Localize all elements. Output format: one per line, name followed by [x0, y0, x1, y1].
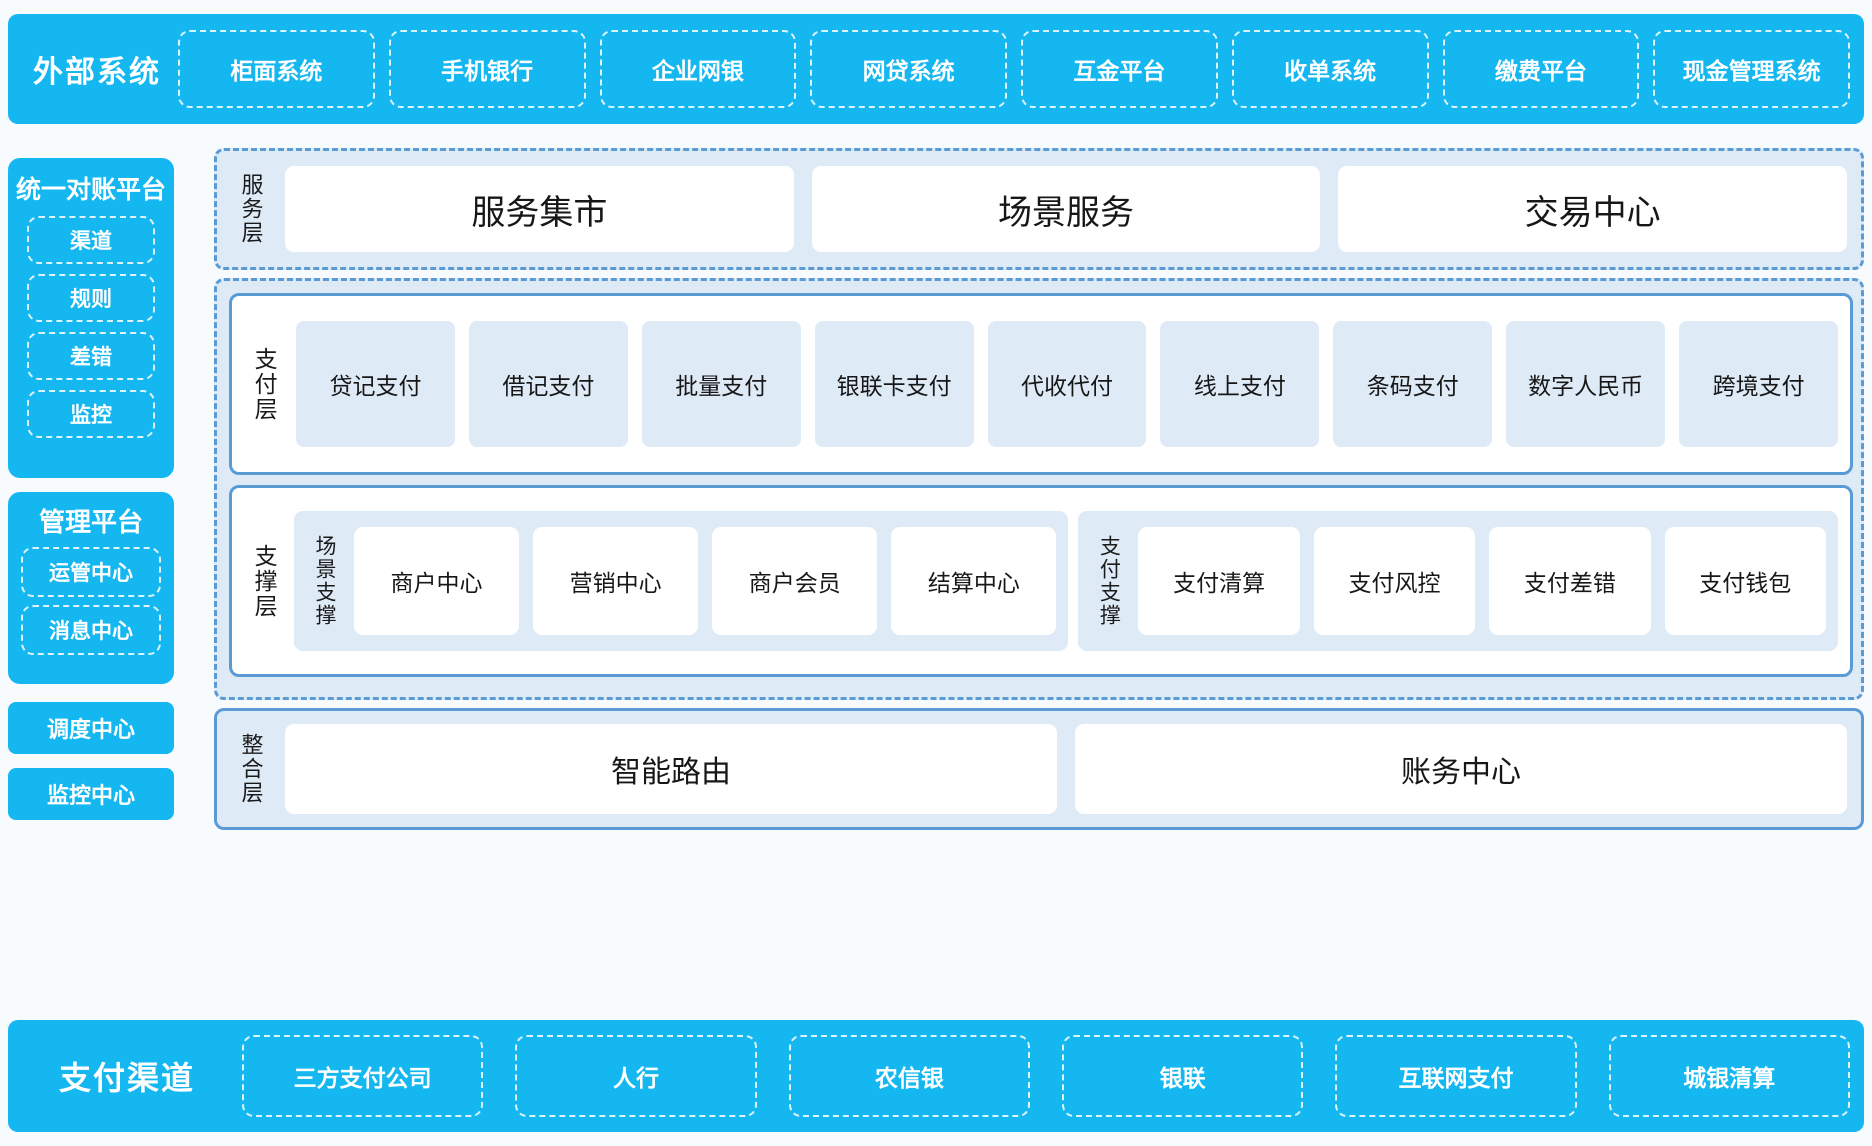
support-card-payment-risk-control[interactable]: 支付风控 — [1313, 527, 1476, 635]
payment-card-cross-border[interactable]: 跨境支付 — [1679, 321, 1839, 447]
scenario-support-card-list: 商户中心 营销中心 商户会员 结算中心 — [354, 527, 1057, 635]
sidebar-item-monitoring[interactable]: 监控 — [27, 390, 155, 438]
service-card-service-market[interactable]: 服务集市 — [285, 166, 794, 252]
support-layer-box: 支撑层 场景支撑 商户中心 营销中心 商户会员 结算中心 支付支撑 支付清算 支… — [229, 485, 1853, 677]
payment-layer-box: 支付层 贷记支付 借记支付 批量支付 银联卡支付 代收代付 线上支付 条码支付 … — [229, 293, 1853, 475]
payment-card-online-payment[interactable]: 线上支付 — [1160, 321, 1320, 447]
sidebar-item-channel[interactable]: 渠道 — [27, 216, 155, 264]
external-systems-bar: 外部系统 柜面系统 手机银行 企业网银 网贷系统 互金平台 收单系统 缴费平台 … — [8, 14, 1864, 124]
payment-card-batch-payment[interactable]: 批量支付 — [641, 321, 801, 447]
support-card-payment-wallet[interactable]: 支付钱包 — [1664, 527, 1826, 635]
external-systems-title: 外部系统 — [33, 56, 161, 89]
payment-card-collection-disbursement[interactable]: 代收代付 — [987, 321, 1147, 447]
support-card-settlement-center[interactable]: 结算中心 — [891, 527, 1057, 635]
payment-layer-label: 支付层 — [251, 346, 278, 422]
payment-channel-chip-city-bank-clearing[interactable]: 城银清算 — [1608, 1035, 1850, 1117]
external-system-chip-mobile-bank[interactable]: 手机银行 — [388, 30, 586, 108]
payment-channel-chip-unionpay[interactable]: 银联 — [1061, 1035, 1304, 1117]
core-platform-region: 支付层 贷记支付 借记支付 批量支付 银联卡支付 代收代付 线上支付 条码支付 … — [214, 278, 1864, 700]
service-card-transaction-center[interactable]: 交易中心 — [1338, 166, 1848, 252]
service-layer-region: 服务层 服务集市 场景服务 交易中心 — [214, 148, 1864, 270]
payment-card-debit-payment[interactable]: 借记支付 — [468, 321, 628, 447]
payment-channel-chip-pboc[interactable]: 人行 — [515, 1035, 757, 1117]
external-system-chip-acquiring[interactable]: 收单系统 — [1231, 30, 1429, 108]
integration-card-accounting-center[interactable]: 账务中心 — [1075, 724, 1847, 814]
support-card-payment-exception[interactable]: 支付差错 — [1489, 527, 1651, 635]
external-system-chip-online-loan[interactable]: 网贷系统 — [810, 30, 1007, 108]
payment-card-unionpay-card[interactable]: 银联卡支付 — [814, 321, 974, 447]
payment-channel-chip-internet-payment[interactable]: 互联网支付 — [1335, 1035, 1577, 1117]
integration-layer-region: 整合层 智能路由 账务中心 — [214, 708, 1864, 830]
integration-card-smart-routing[interactable]: 智能路由 — [285, 724, 1057, 814]
sidebar-item-monitor-center[interactable]: 监控中心 — [8, 768, 174, 820]
sidebar-item-dispatch-center[interactable]: 调度中心 — [8, 702, 174, 754]
external-system-chip-cash-management[interactable]: 现金管理系统 — [1653, 30, 1850, 108]
payment-channels-chip-list: 三方支付公司 人行 农信银 银联 互联网支付 城银清算 — [242, 1035, 1850, 1117]
reconciliation-platform-title: 统一对账平台 — [15, 176, 166, 204]
sidebar-item-message-center[interactable]: 消息中心 — [21, 605, 161, 655]
service-layer-label: 服务层 — [238, 173, 264, 245]
payment-card-barcode-payment[interactable]: 条码支付 — [1333, 321, 1493, 447]
payment-channel-chip-third-party[interactable]: 三方支付公司 — [242, 1035, 484, 1117]
payment-channels-title: 支付渠道 — [58, 1060, 195, 1096]
sidebar-item-rules[interactable]: 规则 — [27, 274, 155, 322]
sidebar-item-exception[interactable]: 差错 — [27, 332, 155, 380]
external-systems-chip-list: 柜面系统 手机银行 企业网银 网贷系统 互金平台 收单系统 缴费平台 现金管理系… — [178, 30, 1850, 108]
external-system-chip-counter[interactable]: 柜面系统 — [178, 30, 375, 108]
payment-card-digital-rmb[interactable]: 数字人民币 — [1506, 321, 1666, 447]
payment-layer-card-list: 贷记支付 借记支付 批量支付 银联卡支付 代收代付 线上支付 条码支付 数字人民… — [296, 321, 1839, 447]
service-layer-card-list: 服务集市 场景服务 交易中心 — [285, 166, 1848, 252]
management-platform-title: 管理平台 — [38, 507, 143, 537]
reconciliation-platform-panel: 统一对账平台 渠道 规则 差错 监控 — [8, 158, 174, 478]
support-card-marketing-center[interactable]: 营销中心 — [533, 527, 699, 635]
external-system-chip-bill-payment[interactable]: 缴费平台 — [1442, 30, 1640, 108]
integration-layer-card-list: 智能路由 账务中心 — [285, 724, 1847, 814]
scenario-support-label: 场景支撑 — [313, 535, 337, 627]
payment-support-card-list: 支付清算 支付风控 支付差错 支付钱包 — [1138, 527, 1826, 635]
support-card-merchant-member[interactable]: 商户会员 — [712, 527, 878, 635]
payment-support-group: 支付支撑 支付清算 支付风控 支付差错 支付钱包 — [1078, 511, 1838, 651]
payment-channels-bar: 支付渠道 三方支付公司 人行 农信银 银联 互联网支付 城银清算 — [8, 1020, 1864, 1132]
sidebar-item-operations-center[interactable]: 运管中心 — [21, 547, 161, 597]
scenario-support-group: 场景支撑 商户中心 营销中心 商户会员 结算中心 — [294, 511, 1069, 651]
external-system-chip-internet-finance[interactable]: 互金平台 — [1021, 30, 1218, 108]
support-card-payment-clearing[interactable]: 支付清算 — [1138, 527, 1300, 635]
support-card-merchant-center[interactable]: 商户中心 — [354, 527, 520, 635]
management-platform-panel: 管理平台 运管中心 消息中心 — [8, 492, 174, 684]
external-system-chip-corporate-ebank[interactable]: 企业网银 — [599, 30, 797, 108]
payment-channel-chip-rcb[interactable]: 农信银 — [788, 1035, 1030, 1117]
support-layer-label: 支撑层 — [251, 543, 278, 619]
payment-card-credit-payment[interactable]: 贷记支付 — [296, 321, 455, 447]
integration-layer-label: 整合层 — [238, 733, 264, 805]
service-card-scenario-service[interactable]: 场景服务 — [811, 166, 1321, 252]
payment-support-label: 支付支撑 — [1097, 535, 1121, 627]
